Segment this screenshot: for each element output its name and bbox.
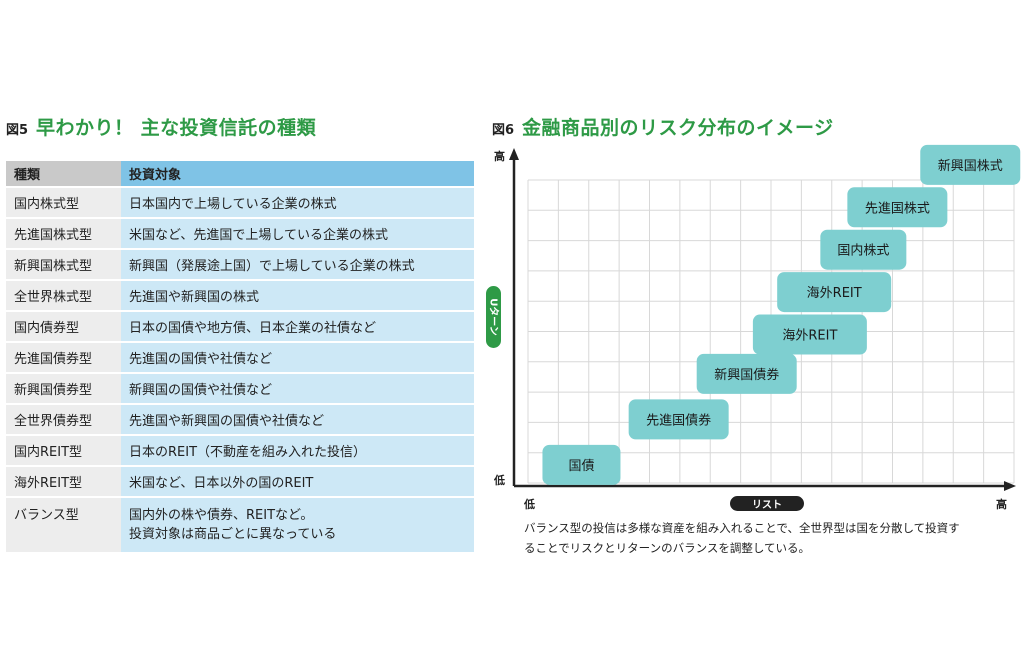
fund-type-cell: 先進国債券型 — [6, 342, 121, 374]
data-point-label: 国債 — [568, 459, 594, 474]
x-low-label: 低 — [523, 497, 535, 511]
table-row: 先進国株式型米国など、先進国で上場している企業の株式 — [6, 218, 474, 250]
investment-target-cell: 米国など、日本以外の国のREIT — [121, 466, 474, 498]
data-point-box — [847, 187, 948, 228]
data-point-label: 海外REIT — [782, 329, 837, 344]
investment-target-text: 新興国（発展途上国）で上場している企業の株式 — [129, 259, 415, 274]
figure6-caption: バランス型の投信は多様な資産を組み入れることで、全世界型は国を分散して投資す る… — [524, 518, 1004, 558]
data-point-box — [777, 272, 892, 313]
investment-target-cell: 先進国や新興国の国債や社債など — [121, 404, 474, 436]
investment-target-text: 日本国内で上場している企業の株式 — [129, 197, 337, 212]
table-row: 国内債券型日本の国債や地方債、日本企業の社債など — [6, 311, 474, 343]
investment-target-text: 先進国の国債や社債など — [129, 352, 273, 367]
table-row: 全世界債券型先進国や新興国の国債や社債など — [6, 404, 474, 436]
data-point-box — [628, 399, 729, 440]
y-low-label: 低 — [493, 473, 505, 487]
y-axis-label: Uターン — [488, 298, 500, 336]
y-high-label: 高 — [494, 149, 505, 163]
investment-target-cell: 新興国（発展途上国）で上場している企業の株式 — [121, 249, 474, 281]
table-row: 国内REIT型日本のREIT（不動産を組み入れた投信） — [6, 435, 474, 467]
data-point-label: 先進国債券 — [646, 412, 711, 428]
data-point-label: 国内株式 — [837, 243, 889, 259]
investment-target-text: 日本のREIT（不動産を組み入れた投信） — [129, 445, 367, 460]
x-axis-arrow-icon — [1004, 481, 1016, 491]
data-point-box — [696, 353, 797, 394]
investment-target-cell: 先進国の国債や社債など — [121, 342, 474, 374]
data-point-label: 新興国株式 — [938, 158, 1003, 174]
investment-target-cell: 新興国の国債や社債など — [121, 373, 474, 405]
table-row: 海外REIT型米国など、日本以外の国のREIT — [6, 466, 474, 498]
table-header-row: 種類 投資対象 — [6, 161, 474, 188]
investment-target-text: 国内外の株や債券、REITなど。 — [129, 508, 314, 523]
figure5-heading: 早わかり！ 主な投資信託の種類 — [36, 117, 317, 139]
fund-type-cell: 国内REIT型 — [6, 435, 121, 467]
header-type: 種類 — [6, 161, 121, 188]
figure6-label: 図6 — [492, 123, 515, 138]
fund-type-cell: 新興国債券型 — [6, 373, 121, 405]
fund-type-cell: 国内債券型 — [6, 311, 121, 343]
investment-target-text: 米国など、先進国で上場している企業の株式 — [129, 228, 388, 243]
risk-return-chart: 高低低高リストUターン国債先進国債券新興国債券海外REIT海外REIT国内株式先… — [486, 144, 1021, 511]
data-point-box — [920, 144, 1021, 185]
table-row: バランス型国内外の株や債券、REITなど。投資対象は商品ごとに異なっている — [6, 497, 474, 554]
data-point-label: 先進国株式 — [865, 201, 930, 216]
fund-type-cell: 新興国株式型 — [6, 249, 121, 281]
fund-type-cell: 海外REIT型 — [6, 466, 121, 498]
caption-line: ることでリスクとリターンのバランスを調整している。 — [524, 541, 811, 555]
figure5-title: 図5 早わかり！ 主な投資信託の種類 — [6, 113, 316, 140]
table-row: 新興国債券型新興国の国債や社債など — [6, 373, 474, 405]
fund-type-cell: 全世界株式型 — [6, 280, 121, 312]
data-point-box — [820, 229, 907, 270]
investment-target-text: 米国など、日本以外の国のREIT — [129, 476, 314, 491]
figure5-label: 図5 — [6, 123, 29, 138]
y-axis-arrow-icon — [509, 148, 519, 160]
figure6-title: 図6 金融商品別のリスク分布のイメージ — [492, 113, 834, 140]
figure6-heading: 金融商品別のリスク分布のイメージ — [522, 117, 834, 139]
investment-target-text: 先進国や新興国の株式 — [129, 290, 260, 305]
investment-target-text: 日本の国債や地方債、日本企業の社債など — [129, 321, 377, 336]
fund-types-table: 種類 投資対象 国内株式型日本国内で上場している企業の株式先進国株式型米国など、… — [6, 161, 474, 554]
table-row: 新興国株式型新興国（発展途上国）で上場している企業の株式 — [6, 249, 474, 281]
header-target: 投資対象 — [121, 161, 474, 188]
x-axis-badge — [730, 496, 804, 511]
investment-target-cell: 日本のREIT（不動産を組み入れた投信） — [121, 435, 474, 467]
data-point-box — [752, 314, 867, 355]
data-point-label: 海外REIT — [807, 286, 862, 301]
investment-target-cell: 米国など、先進国で上場している企業の株式 — [121, 218, 474, 250]
x-high-label: 高 — [996, 497, 1007, 511]
data-point-box — [542, 444, 621, 485]
x-axis-label: リスト — [752, 499, 782, 511]
investment-target-text: 先進国や新興国の国債や社債など — [129, 414, 325, 429]
investment-target-cell: 日本国内で上場している企業の株式 — [121, 187, 474, 219]
investment-target-cell: 日本の国債や地方債、日本企業の社債など — [121, 311, 474, 343]
data-point-label: 新興国債券 — [714, 367, 779, 383]
table-row: 国内株式型日本国内で上場している企業の株式 — [6, 187, 474, 219]
investment-target-text: 投資対象は商品ごとに異なっている — [129, 527, 337, 542]
fund-type-cell: 国内株式型 — [6, 187, 121, 219]
table-row: 先進国債券型先進国の国債や社債など — [6, 342, 474, 374]
fund-type-cell: 先進国株式型 — [6, 218, 121, 250]
investment-target-cell: 先進国や新興国の株式 — [121, 280, 474, 312]
fund-type-cell: 全世界債券型 — [6, 404, 121, 436]
table-row: 全世界株式型先進国や新興国の株式 — [6, 280, 474, 312]
y-axis-badge — [486, 286, 501, 348]
caption-line: バランス型の投信は多様な資産を組み入れることで、全世界型は国を分散して投資す — [524, 521, 960, 535]
fund-type-cell: バランス型 — [6, 497, 121, 554]
investment-target-cell: 国内外の株や債券、REITなど。投資対象は商品ごとに異なっている — [121, 497, 474, 554]
investment-target-text: 新興国の国債や社債など — [129, 383, 273, 398]
